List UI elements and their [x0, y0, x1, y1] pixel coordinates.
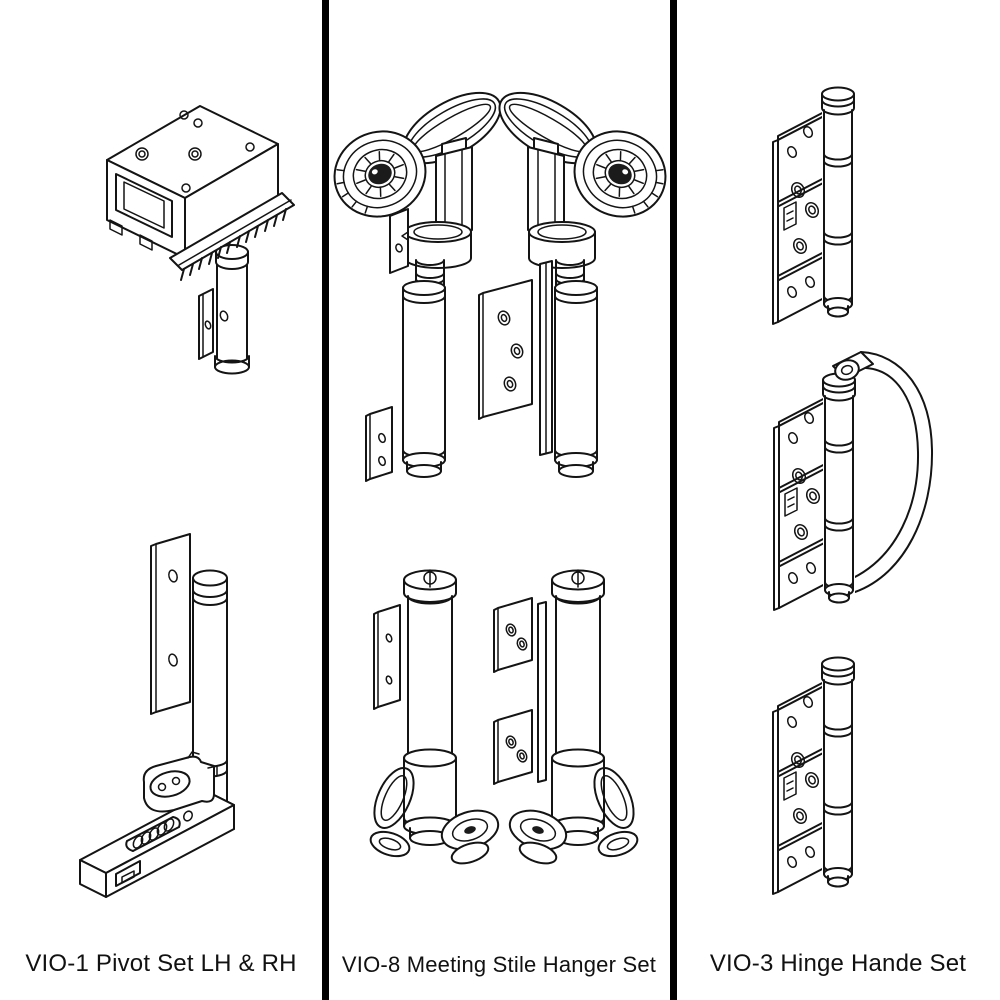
hinge-with-handle-figure [773, 351, 934, 611]
meeting-stile-hanger-bottom-figure [365, 569, 643, 869]
hinge-top-figure [772, 86, 855, 325]
bottom-pivot-figure [79, 533, 235, 898]
column-divider-left [322, 0, 329, 1000]
caption-vio-3: VIO-3 Hinge Hande Set [709, 950, 967, 977]
caption-vio-8: VIO-8 Meeting Stile Hanger Set [341, 952, 657, 977]
top-pivot-figure [106, 105, 295, 375]
caption-vio-1: VIO-1 Pivot Set LH & RH [25, 950, 297, 977]
hinge-bottom-figure [772, 656, 855, 895]
meeting-stile-hanger-top-figure [320, 77, 680, 482]
column-divider-right [670, 0, 677, 1000]
